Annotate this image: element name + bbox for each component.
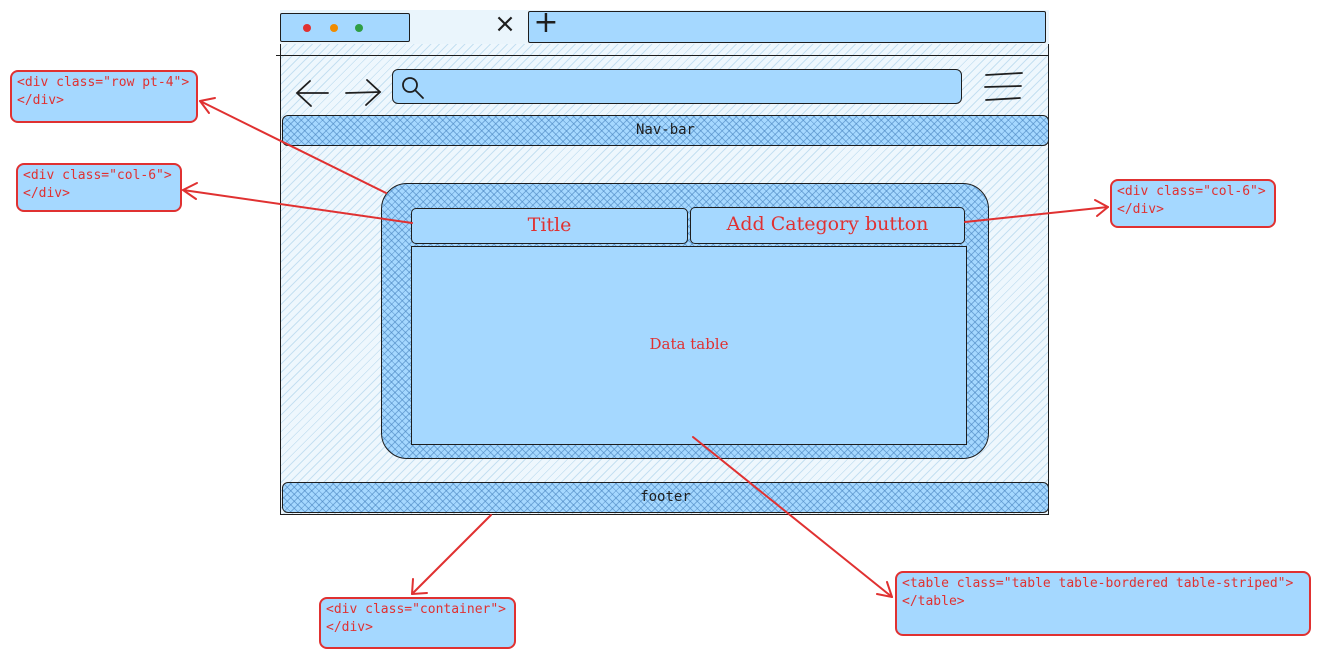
annotation-container-open: <div class="container"> [326,602,507,617]
annotation-col-left-open: <div class="col-6"> [23,168,172,183]
navbar-label: Nav-bar [635,122,695,138]
close-window-dot[interactable] [303,24,311,32]
data-table-label: Data table [649,335,729,353]
footer-label: footer [640,489,691,505]
title-box: Title [411,208,688,244]
arrow-to-container [411,514,492,595]
plus-icon[interactable]: + [533,5,559,40]
annotation-col-right-open: <div class="col-6"> [1117,184,1266,199]
data-table: Data table [411,246,967,445]
minimize-window-dot[interactable] [330,24,338,32]
navbar: Nav-bar [282,115,1049,146]
annotation-col-right: <div class="col-6"> </div> [1110,179,1276,228]
add-category-button-label: Add Category button [726,213,929,235]
maximize-window-dot[interactable] [355,24,363,32]
title-label: Title [527,214,572,236]
annotation-table: <table class="table table-bordered table… [895,571,1311,636]
annotation-container: <div class="container"> </div> [319,597,516,649]
footer: footer [282,482,1049,513]
arrow-to-col-right [964,199,1109,223]
annotation-col-left: <div class="col-6"> </div> [16,163,182,212]
arrow-to-row [199,97,387,194]
annotation-container-close: </div> [326,620,373,635]
annotation-table-close: </table> [902,594,965,609]
close-icon[interactable]: × [494,9,516,39]
window-controls-tab[interactable] [280,13,410,42]
toolbar-divider [276,55,1049,56]
annotation-col-right-close: </div> [1117,202,1164,217]
arrow-to-col-left [182,182,413,224]
search-icon [402,77,424,99]
annotation-table-open: <table class="table table-bordered table… [902,576,1294,591]
annotation-col-left-close: </div> [23,186,70,201]
arrow-to-table [692,436,893,598]
add-category-button[interactable]: Add Category button [690,207,965,244]
annotation-row: <div class="row pt-4"> </div> [10,70,198,123]
back-arrow-icon[interactable] [295,80,329,107]
search-input[interactable] [392,69,962,104]
hamburger-menu-icon[interactable] [984,72,1023,101]
annotation-row-close: </div> [17,93,64,108]
forward-arrow-icon[interactable] [345,79,382,106]
annotation-row-open: <div class="row pt-4"> [17,75,190,90]
active-tab[interactable] [528,11,1046,43]
